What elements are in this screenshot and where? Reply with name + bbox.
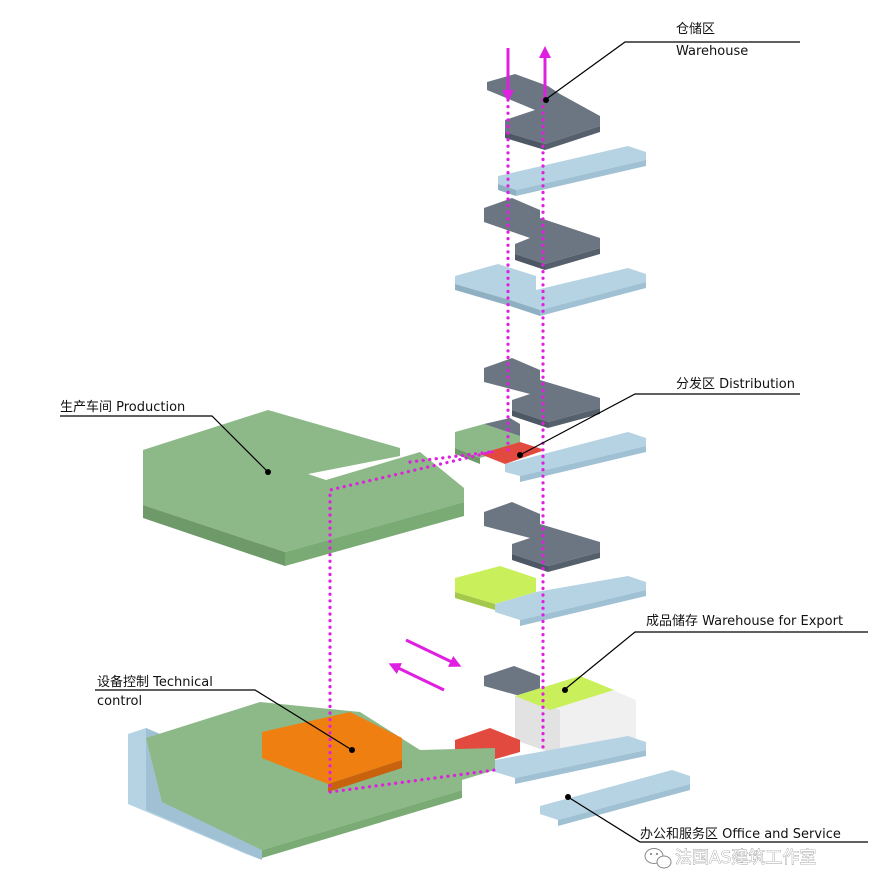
label-export: 成品储存 Warehouse for Export xyxy=(562,614,868,693)
office-service-block xyxy=(455,666,646,784)
warehouse-level-1 xyxy=(487,74,600,150)
label-technical-line1: 设备控制 Technical xyxy=(97,674,213,690)
label-warehouse: 仓储区 Warehouse xyxy=(543,22,800,103)
flow-arrow-icon xyxy=(388,46,551,692)
warehouse-level-2 xyxy=(498,146,646,196)
label-production-text: 生产车间 Production xyxy=(60,399,185,415)
technical-control-block xyxy=(262,712,402,792)
export-upper-slate xyxy=(484,502,600,572)
label-technical-line2: control xyxy=(97,694,142,709)
wechat-icon xyxy=(644,848,672,869)
label-office-service: 办公和服务区 Office and Service xyxy=(565,794,868,843)
label-distribution-text: 分发区 Distribution xyxy=(676,376,795,392)
flow-lines xyxy=(328,98,545,794)
label-technical-control: 设备控制 Technical control xyxy=(95,674,355,753)
label-production: 生产车间 Production xyxy=(60,399,271,475)
label-warehouse-en: Warehouse xyxy=(676,44,748,59)
distribution-level xyxy=(455,418,646,482)
label-office-text: 办公和服务区 Office and Service xyxy=(640,826,841,842)
warehouse-level-4 xyxy=(455,264,646,316)
label-distribution: 分发区 Distribution xyxy=(517,376,800,458)
export-level-lime xyxy=(455,566,646,626)
production-block xyxy=(143,410,464,566)
label-export-text: 成品储存 Warehouse for Export xyxy=(646,614,843,629)
watermark: 法国AS建筑工作室 xyxy=(644,848,817,869)
office-bar xyxy=(540,770,690,826)
label-warehouse-cn: 仓储区 xyxy=(676,22,715,37)
watermark-text: 法国AS建筑工作室 xyxy=(675,848,816,868)
